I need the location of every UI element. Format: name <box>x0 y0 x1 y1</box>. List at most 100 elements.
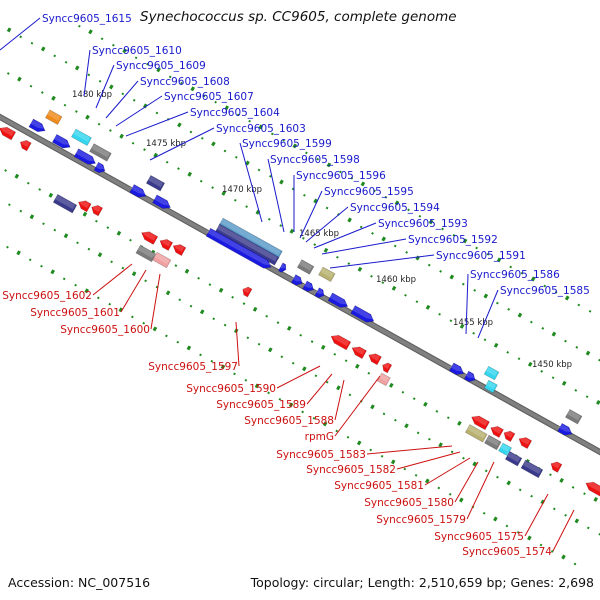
gene-feature[interactable] <box>214 223 280 266</box>
gene-feature[interactable] <box>277 262 288 274</box>
tick-mark <box>212 317 216 321</box>
gene-feature[interactable] <box>582 478 600 501</box>
gene-feature[interactable] <box>564 408 583 425</box>
gene-feature[interactable] <box>483 365 500 381</box>
tick-mark <box>393 244 397 248</box>
gene-feature[interactable] <box>301 280 315 293</box>
reverse-gene-label[interactable]: Syncc9605_1575 <box>434 531 524 543</box>
reverse-gene-label[interactable]: Syncc9605_1601 <box>30 307 120 319</box>
gene-feature[interactable] <box>73 148 98 167</box>
reverse-gene-label[interactable]: Syncc9605_1580 <box>364 497 454 509</box>
forward-gene-label[interactable]: Syncc9605_1585 <box>500 285 590 297</box>
forward-gene-label[interactable]: Syncc9605_1615 <box>42 13 132 25</box>
gene-feature[interactable] <box>70 128 92 147</box>
reverse-gene-label[interactable]: Syncc9605_1574 <box>462 546 552 558</box>
reverse-gene-label[interactable]: Syncc9605_1582 <box>306 464 396 476</box>
gene-feature[interactable] <box>379 360 393 374</box>
forward-gene-label[interactable]: Syncc9605_1593 <box>378 218 468 230</box>
tick-mark <box>585 395 589 399</box>
gene-feature[interactable] <box>483 379 498 394</box>
gene-feature[interactable] <box>464 424 488 443</box>
gene-feature[interactable] <box>135 244 157 263</box>
gene-feature[interactable] <box>328 332 352 351</box>
gene-feature[interactable] <box>52 193 78 214</box>
tick-mark <box>482 511 486 515</box>
forward-gene-label[interactable]: Syncc9605_1603 <box>216 123 306 135</box>
forward-gene-label[interactable]: Syncc9605_1598 <box>270 154 360 166</box>
gene-feature[interactable] <box>556 422 574 438</box>
forward-gene-label[interactable]: Syncc9605_1604 <box>190 107 280 119</box>
reverse-gene-label[interactable]: Syncc9605_1583 <box>276 449 366 461</box>
forward-gene-label[interactable]: Syncc9605_1595 <box>324 186 414 198</box>
gene-feature[interactable] <box>327 292 350 310</box>
tick-mark <box>98 79 102 83</box>
gene-feature[interactable] <box>349 343 367 360</box>
tick-mark <box>539 543 543 547</box>
forward-gene-label[interactable]: Syncc9605_1607 <box>164 91 254 103</box>
gene-feature[interactable] <box>88 202 104 217</box>
tick-mark <box>75 110 78 113</box>
gene-feature[interactable] <box>487 423 504 438</box>
gene-feature[interactable] <box>75 197 92 213</box>
reverse-gene-label[interactable]: Syncc9605_1589 <box>216 399 306 411</box>
tick-mark <box>267 391 270 395</box>
forward-gene-label[interactable]: Syncc9605_1609 <box>116 60 206 72</box>
gene-feature[interactable] <box>156 236 174 251</box>
forward-gene-label[interactable]: Syncc9605_1599 <box>242 138 332 150</box>
gene-feature[interactable] <box>128 184 148 200</box>
forward-gene-label[interactable]: Syncc9605_1610 <box>92 45 182 57</box>
gene-feature[interactable] <box>28 118 48 134</box>
forward-gene-label[interactable]: Syncc9605_1591 <box>436 250 526 262</box>
reverse-gene-label[interactable]: Syncc9605_1581 <box>334 480 424 492</box>
gene-feature[interactable] <box>205 227 274 272</box>
gene-feature[interactable] <box>547 459 563 473</box>
reverse-gene-label[interactable]: Syncc9605_1597 <box>148 361 238 373</box>
gene-feature[interactable] <box>151 251 172 269</box>
gene-feature[interactable] <box>313 287 326 299</box>
reverse-gene-label[interactable]: Syncc9605_1602 <box>2 290 92 302</box>
gene-feature[interactable] <box>504 450 523 467</box>
gene-feature[interactable] <box>170 241 187 256</box>
gene-feature[interactable] <box>365 350 382 366</box>
gene-feature[interactable] <box>520 459 544 479</box>
gene-feature[interactable] <box>483 434 502 451</box>
gene-feature[interactable] <box>376 372 391 387</box>
reverse-gene-label[interactable]: Syncc9605_1590 <box>186 383 276 395</box>
tick-mark <box>276 321 280 324</box>
forward-label-leader <box>465 273 469 335</box>
gene-feature[interactable] <box>17 137 32 152</box>
tick-mark <box>439 270 442 273</box>
tick-mark <box>231 295 234 299</box>
reverse-gene-label[interactable]: rpmG <box>305 431 334 443</box>
gene-feature[interactable] <box>349 305 376 325</box>
reverse-gene-label[interactable]: Syncc9605_1588 <box>244 415 334 427</box>
gene-feature[interactable] <box>88 143 112 162</box>
tick-mark <box>561 554 566 560</box>
forward-gene-label[interactable]: Syncc9605_1596 <box>296 170 386 182</box>
gene-feature[interactable] <box>93 161 107 175</box>
forward-gene-label[interactable]: Syncc9605_1608 <box>140 76 230 88</box>
forward-gene-label[interactable]: Syncc9605_1592 <box>408 234 498 246</box>
gene-feature[interactable] <box>290 274 304 287</box>
gene-feature[interactable] <box>151 194 172 211</box>
gene-feature[interactable] <box>497 442 513 457</box>
reverse-gene-label[interactable]: Syncc9605_1579 <box>376 514 466 526</box>
gene-feature[interactable] <box>317 266 336 283</box>
gene-feature[interactable] <box>463 370 477 383</box>
gene-feature[interactable] <box>44 109 63 125</box>
forward-gene-label[interactable]: Syncc9605_1586 <box>470 269 560 281</box>
gene-feature[interactable] <box>51 133 72 151</box>
gene-feature[interactable] <box>0 124 17 141</box>
tick-mark <box>310 340 314 343</box>
gene-feature[interactable] <box>448 362 466 377</box>
gene-feature[interactable] <box>145 174 166 192</box>
gene-feature[interactable] <box>296 259 315 275</box>
gene-feature[interactable] <box>468 412 490 431</box>
gene-feature[interactable] <box>515 434 533 449</box>
gene-feature[interactable] <box>500 428 516 443</box>
gene-feature[interactable] <box>138 228 159 245</box>
gene-feature[interactable] <box>239 285 253 298</box>
forward-gene-label[interactable]: Syncc9605_1594 <box>350 202 440 214</box>
reverse-gene-label[interactable]: Syncc9605_1600 <box>60 324 150 336</box>
